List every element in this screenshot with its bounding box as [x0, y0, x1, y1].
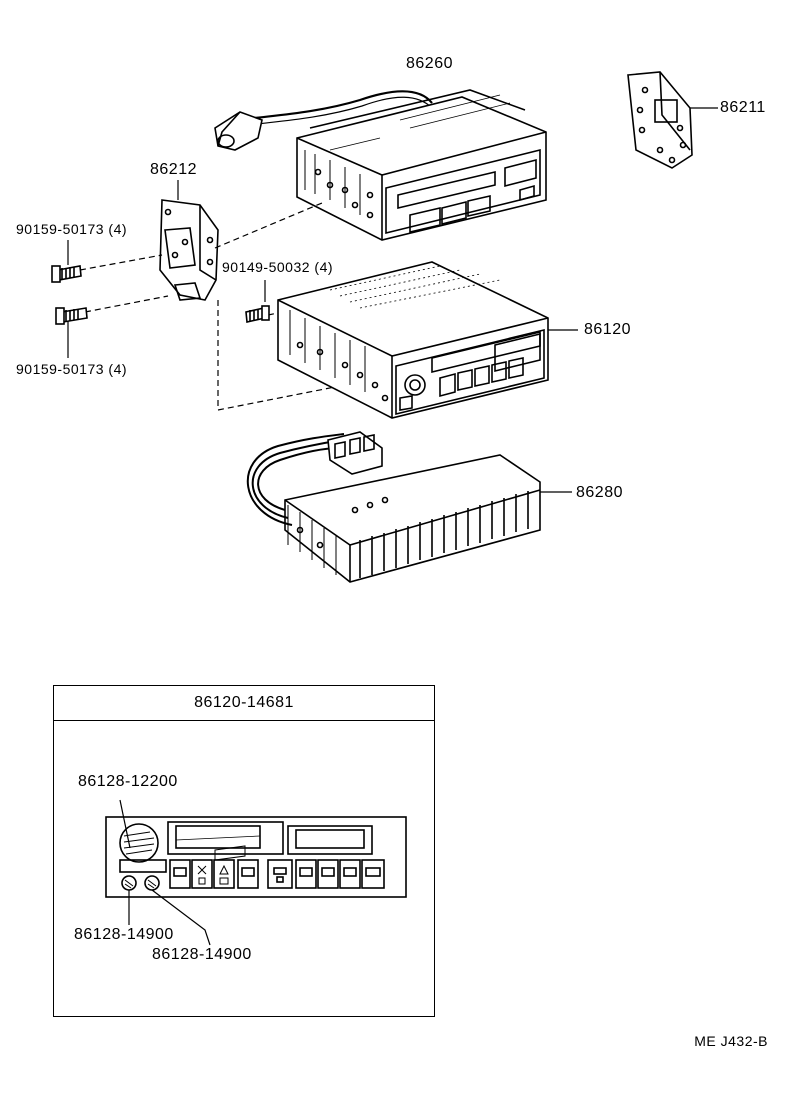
label-86212: 86212	[150, 161, 197, 178]
bracket-86211	[627, 71, 718, 169]
bracket-86212	[159, 180, 219, 301]
reference-code: ME J432-B	[694, 1033, 768, 1049]
label-screw-bottom: 90159-50173 (4)	[16, 361, 128, 377]
label-knob: 86128-12200	[78, 773, 178, 790]
label-86211: 86211	[720, 99, 766, 116]
tape-deck-86260	[214, 89, 547, 241]
amplifier-86280	[246, 431, 572, 583]
inset-faceplate	[105, 799, 407, 946]
label-86120: 86120	[584, 321, 631, 338]
label-86260: 86260	[406, 55, 453, 72]
inset-title: 86120-14681	[54, 686, 434, 721]
screw-middle	[245, 305, 270, 323]
label-knob-small-1: 86128-14900	[74, 926, 174, 943]
screw-bottom	[55, 307, 88, 325]
label-screw-top: 90159-50173 (4)	[16, 221, 128, 237]
inset-panel: 86120-14681	[53, 685, 435, 1017]
label-knob-small-2: 86128-14900	[152, 946, 252, 963]
label-screw-middle: 90149-50032 (4)	[222, 259, 334, 275]
screw-top	[51, 265, 82, 283]
radio-unit-86120	[277, 261, 578, 419]
label-86280: 86280	[576, 484, 623, 501]
